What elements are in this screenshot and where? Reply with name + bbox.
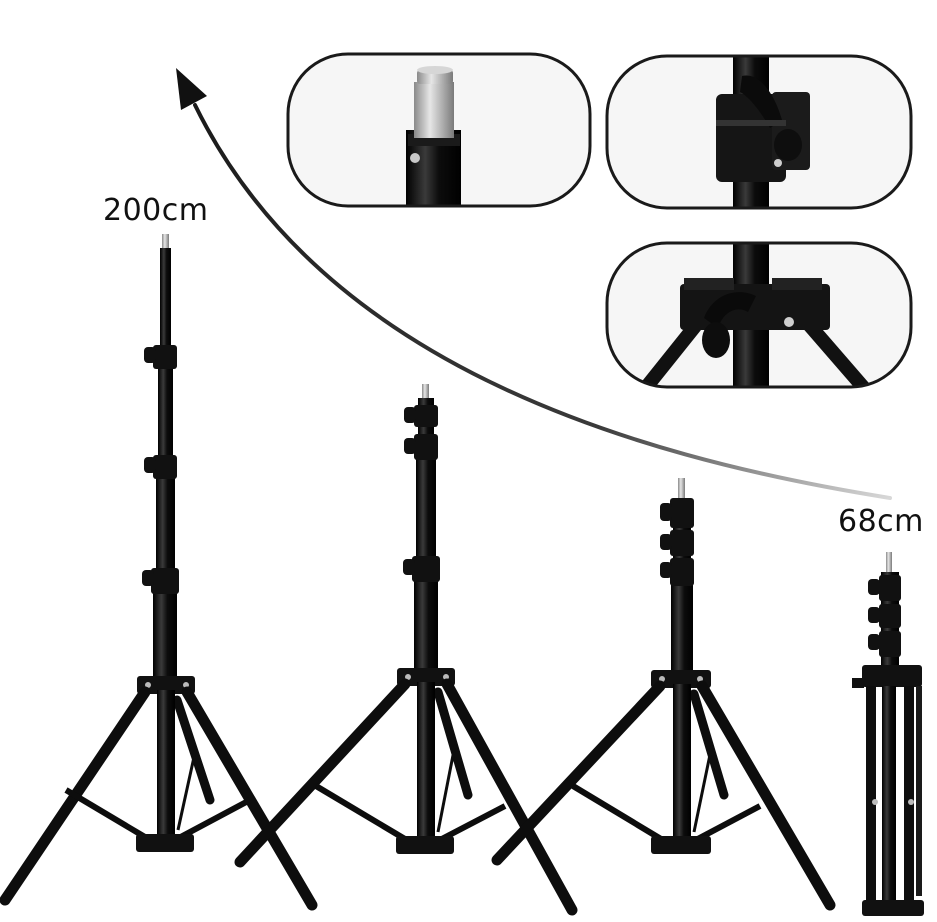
tripod-low-height bbox=[491, 478, 836, 911]
leg-bracket-detail-inset bbox=[605, 241, 913, 389]
max-height-label: 200cm bbox=[103, 193, 209, 228]
height-arrow-icon bbox=[176, 68, 892, 500]
tripod-extended-200cm bbox=[0, 234, 318, 911]
spigot-detail-inset bbox=[286, 52, 592, 208]
tripod-mid-height bbox=[234, 384, 578, 916]
tripod-folded-68cm bbox=[852, 552, 924, 916]
locking-knob-detail-inset bbox=[605, 54, 913, 210]
min-height-label: 68cm bbox=[838, 504, 924, 539]
